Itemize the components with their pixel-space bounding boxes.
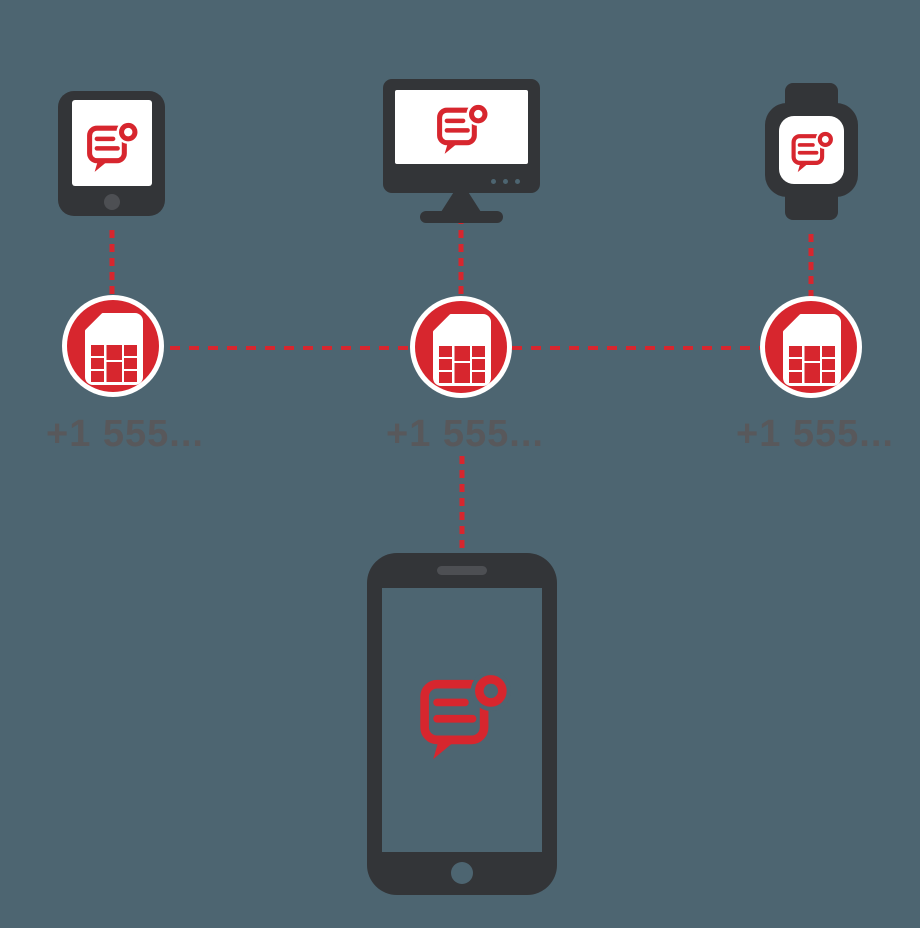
sim-card-icon [410,296,512,398]
monitor-button-dot [491,179,496,184]
sim-card-icon [760,296,862,398]
phone-number-label: +1 555... [386,413,544,455]
home-button [104,194,120,210]
tablet-screen [72,100,152,186]
monitor-button-dot [515,179,520,184]
phone-speaker [437,566,487,575]
phone-number-label: +1 555... [46,413,204,455]
home-button [451,862,473,884]
monitor-screen [395,90,528,164]
monitor-stand-base [420,211,503,223]
monitor-button-dot [503,179,508,184]
chat-message-notification-icon [420,670,511,760]
monitor-stand-neck [441,192,481,212]
watch-screen [779,116,844,184]
sim-card-icon [62,295,164,397]
phone-number-label: +1 555... [736,413,894,455]
chat-message-notification-icon [437,102,490,154]
chat-message-notification-icon [791,129,835,173]
chat-message-notification-icon [87,120,140,172]
watch-strap-bottom [785,194,838,220]
